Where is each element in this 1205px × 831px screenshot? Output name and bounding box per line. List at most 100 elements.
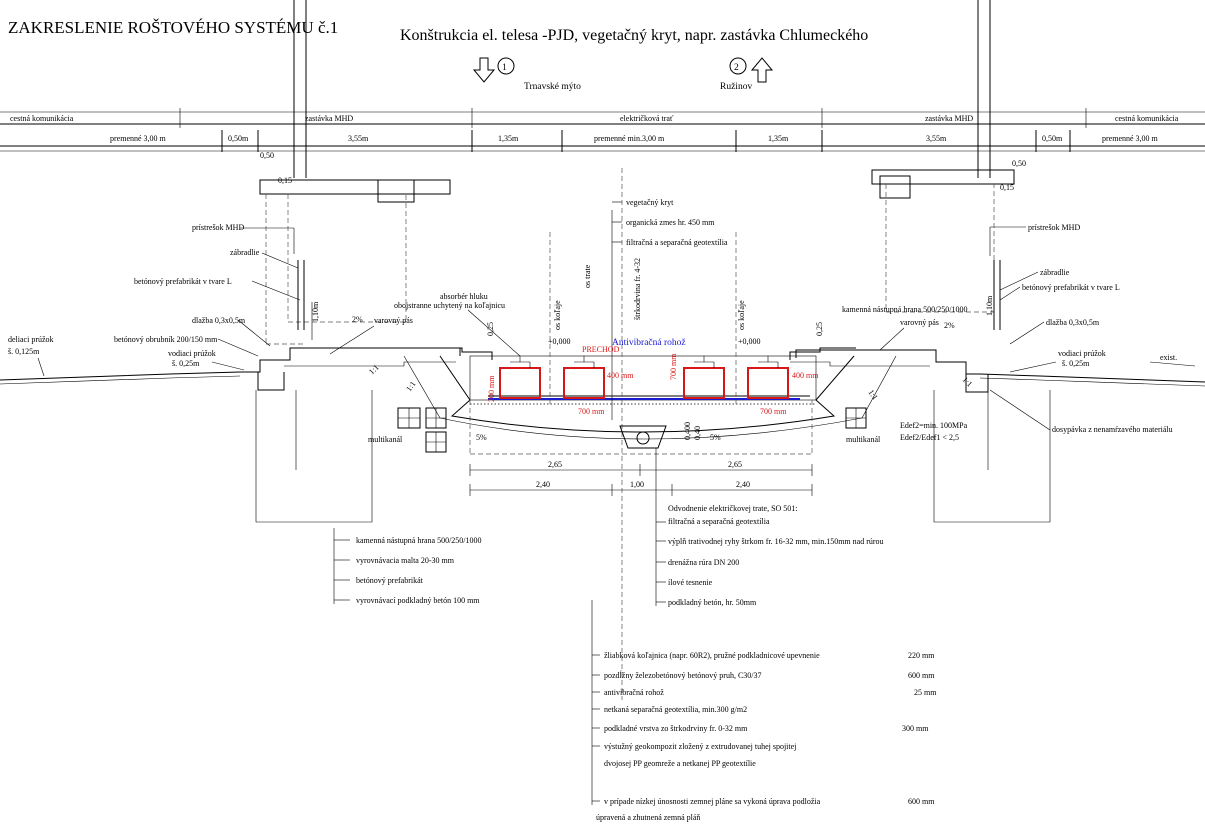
label-rail-axis-right: os koľaje: [737, 300, 746, 330]
label-guide-strip-right-1: vodiaci prúžok: [1058, 349, 1106, 358]
dim-700mm-vert: 700 mm: [669, 353, 678, 380]
zone-stop-left: zastávka MHD: [305, 114, 353, 123]
legend-bottom-concrete-strip-value: 600 mm: [908, 671, 935, 680]
label-organic-mix: organická zmes hr. 450 mm: [626, 218, 715, 227]
slope-2pct-left: 2%: [352, 315, 363, 324]
zone-road-right: cestná komunikácia: [1115, 114, 1179, 123]
dim-050-left: 0,50m: [228, 134, 249, 143]
elevation-left: +0,000: [548, 337, 571, 346]
label-existing: exist.: [1160, 353, 1177, 362]
legend-bottom-gravel-layer: podkladné vrstva zo štrkodrviny fr. 0-32…: [604, 724, 748, 733]
ground-lines: [0, 347, 1205, 393]
direction-1-circle: [497, 57, 515, 75]
label-shelter-right: prístrešok MHD: [1028, 223, 1080, 232]
dim-700mm-2: 700 mm: [760, 407, 787, 416]
dim-0400: 0,400: [683, 422, 692, 440]
label-shelter-left: prístrešok MHD: [192, 223, 244, 232]
legend-bottom-concrete-strip: pozdĺžny železobetónový betónový pruh, C…: [604, 670, 762, 680]
slope-1to1-right-2: 1:1: [961, 375, 975, 389]
direction-2-number: 2: [734, 63, 739, 73]
label-warning-strip-right: varovný pás: [900, 318, 939, 327]
dim-025-right: 0,25: [815, 322, 824, 336]
left-label-leaders: [37, 227, 375, 377]
dim-400mm-left: 400 mm: [607, 371, 634, 380]
label-guide-strip-left-2: š. 0,25m: [172, 359, 200, 368]
dim-small-015-right: 0,15: [1000, 183, 1014, 192]
label-frostproof-fill: dosypávka z nenamŕzavého materiálu: [1052, 425, 1173, 434]
label-multikanal-right: multikanál: [846, 435, 881, 444]
dim-265-left: 2,65: [548, 460, 562, 469]
legend-drain-clay: ílové tesnenie: [668, 578, 713, 587]
label-antivibration-mat: Antivibračná rohož: [612, 338, 686, 348]
slab-1: [499, 356, 541, 399]
label-paving-right: dlažba 0,3x0,5m: [1046, 318, 1100, 327]
drawing-title-left: ZAKRESLENIE ROŠTOVÉHO SYSTÉMU č.1: [8, 18, 338, 37]
drain-pipe: [619, 425, 667, 449]
label-curb: betónový obrubník 200/150 mm: [114, 335, 218, 344]
slab-3: [683, 356, 725, 399]
zone-bar: [0, 108, 1205, 152]
legend-bottom-subgrade: v prípade nízkej únosnosti zemnej pláne …: [604, 797, 821, 806]
label-l-prefab-right: betónový prefabrikát v tvare L: [1022, 283, 1120, 292]
foundations: [255, 390, 1051, 523]
legend-bottom-geotextile: netkaná separačná geotextília, min.300 g…: [604, 705, 747, 714]
bottom-dimension-lines: [469, 464, 813, 496]
legend-drain-gravel: výplň trativodnej ryhy štrkom fr. 16-32 …: [668, 537, 884, 546]
label-railing-left: zábradlie: [230, 248, 260, 257]
label-edef-2: Edef2/Edef1 < 2,5: [900, 433, 959, 442]
legend-drain-title: Odvodnenie električkovej trate, SO 501:: [668, 504, 798, 513]
slab-2: [563, 356, 605, 399]
direction-1-number: 1: [502, 63, 507, 73]
label-rail-axis-left: os koľaje: [553, 300, 562, 330]
label-track-axis: os trate: [583, 264, 592, 288]
legend-left-concrete: vyrovnávací podkladný betón 100 mm: [356, 596, 480, 605]
left-shelter: [259, 0, 451, 345]
dim-small-050-right: 0,50: [1012, 159, 1026, 168]
top-dimension-ticks: [221, 130, 1071, 152]
label-guide-strip-right-2: š. 0,25m: [1062, 359, 1090, 368]
legend-bottom-rail: žliabková koľajnica (napr. 60R2), pružné…: [604, 651, 820, 660]
legend-bottom-antivib: antivibračná rohož: [604, 688, 664, 697]
dim-240-right: 2,40: [736, 480, 750, 489]
label-prechod: PRECHOD: [582, 345, 620, 354]
dim-265-right: 2,65: [728, 460, 742, 469]
dim-050-right: 0,50m: [1042, 134, 1063, 143]
legend-bottom-subgrade-value: 600 mm: [908, 797, 935, 806]
label-vegetation-cover: vegetačný kryt: [626, 198, 674, 207]
dim-variable-middle: premenné min.3,00 m: [594, 134, 665, 143]
dim-040: 0,40: [693, 426, 702, 440]
label-l-prefab-left: betónový prefabrikát v tvare L: [134, 277, 232, 286]
dim-700mm-1: 700 mm: [578, 407, 605, 416]
slope-2pct-right: 2%: [944, 321, 955, 330]
label-filter-geotextile: filtračná a separačná geotextília: [626, 238, 728, 247]
zone-tramway: električková trať: [620, 114, 674, 123]
legend-bottom-gravel-layer-value: 300 mm: [902, 724, 929, 733]
label-absorber-mount: obojstranne uchytený na koľajnicu: [394, 301, 505, 310]
legend-bottom-compacted: úpravená a zhutnená zemná pláň: [596, 813, 700, 822]
dim-small-050-left: 0,50: [260, 151, 274, 160]
slope-5pct-left: 5%: [476, 433, 487, 442]
label-dividing-strip-1: deliaci prúžok: [8, 335, 54, 344]
vegetation-leaders: [612, 201, 622, 243]
legend-left-leaders: [333, 528, 350, 604]
dim-height-110-right: 1,10m: [985, 295, 994, 316]
arrow-down-icon: [472, 57, 496, 83]
zone-stop-right: zastávka MHD: [925, 114, 973, 123]
slope-1to1-left-2: 1:1: [404, 380, 417, 394]
dim-400mm-right: 400 mm: [792, 371, 819, 380]
dim-025-left: 0,25: [486, 322, 495, 336]
right-shelter: [871, 0, 1015, 330]
multikanal-right-grid: [845, 407, 867, 429]
drawing-title-main: Konštrukcia el. telesa -PJD, vegetačný k…: [400, 27, 868, 44]
legend-left-mortar: vyrovnávacia malta 20-30 mm: [356, 556, 455, 565]
slope-5pct-right: 5%: [710, 433, 721, 442]
legend-left-stone-edge: kamenná nástupná hrana 500/250/1000: [356, 536, 482, 545]
label-paving-left: dlažba 0,3x0,5m: [192, 316, 246, 325]
legend-drain-leaders: [655, 448, 666, 606]
zone-road-left: cestná komunikácia: [10, 114, 74, 123]
multikanal-left-grid: [397, 407, 447, 453]
legend-drain-pipe: drenážna rúra DN 200: [668, 558, 739, 567]
label-gravel-4-32: štrkodrvina fr. 4-32: [633, 258, 642, 320]
arrow-up-icon: [750, 57, 774, 83]
